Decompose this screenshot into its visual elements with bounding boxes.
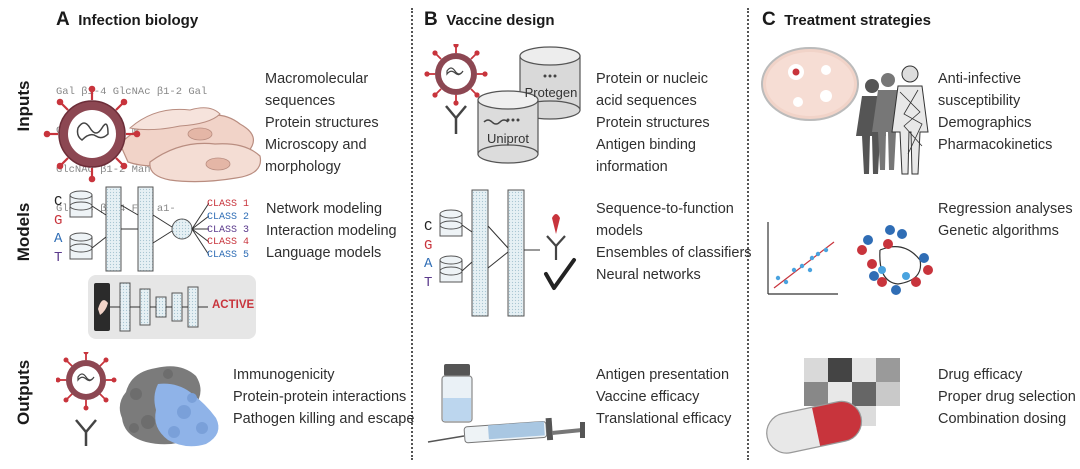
- outputs-text-b: Antigen presentation Vaccine efficacy Tr…: [596, 364, 731, 430]
- output-item: Immunogenicity: [233, 367, 335, 383]
- class-label: CLASS 3: [207, 224, 250, 236]
- output-item: Drug efficacy: [938, 367, 1023, 383]
- input-item: Anti-infective susceptibility: [938, 71, 1022, 109]
- models-text-b: Sequence-to-function models Ensembles of…: [596, 198, 752, 286]
- input-item: Demographics: [938, 115, 1032, 131]
- sequence-to-function-diagram: [439, 189, 576, 317]
- class-label: CLASS 1: [207, 199, 250, 210]
- input-item: Pharmacokinetics: [938, 137, 1053, 153]
- database-icon: [477, 46, 581, 164]
- row-label-inputs: Inputs: [14, 80, 33, 132]
- output-item: Translational efficacy: [596, 411, 732, 427]
- inputs-illustration-b: [424, 44, 581, 164]
- active-label: ACTIVE: [212, 299, 255, 311]
- checkmark-icon: [544, 258, 576, 290]
- network-model-diagram-a: [69, 186, 209, 272]
- input-item: Protein or nucleic acid sequences: [596, 71, 709, 109]
- outputs-illustration-c: [766, 358, 900, 454]
- inputs-text-c: Anti-infective susceptibility Demographi…: [938, 68, 1078, 156]
- outputs-text-c: Drug efficacy Proper drug selection Comb…: [938, 364, 1076, 430]
- models-text-c: Regression analyses Genetic algorithms: [938, 198, 1073, 242]
- class-labels-a: CLASS 1 CLASS 2 CLASS 3 CLASS 4 CLASS 5: [207, 199, 249, 263]
- model-item: Network modeling: [266, 201, 383, 217]
- nucleotide-letter: A: [54, 231, 63, 247]
- genetic-algorithm-icon: [857, 225, 933, 295]
- output-item: Antigen presentation: [596, 367, 730, 383]
- virus-icon: [424, 44, 488, 106]
- outputs-illustration-b: [427, 364, 585, 444]
- output-item: Pathogen killing and escape: [233, 411, 415, 427]
- models-text-a: Network modeling Interaction modeling La…: [266, 198, 397, 264]
- model-item: Genetic algorithms: [938, 223, 1059, 239]
- inputs-text-b: Protein or nucleic acid sequences Protei…: [596, 68, 736, 178]
- database-icon: [69, 190, 93, 260]
- virus-icon: [56, 352, 117, 411]
- input-item: Microscopy and morphology: [265, 137, 367, 175]
- model-item: Interaction modeling: [266, 223, 397, 239]
- model-item: Language models: [266, 245, 382, 261]
- column-header-c: C Treatment strategies: [762, 9, 931, 31]
- panel-letter-c: C: [762, 9, 776, 30]
- row-label-models: Models: [14, 202, 33, 262]
- regression-illustration: [767, 222, 933, 295]
- database-label-protegen: Protegen: [524, 85, 578, 100]
- antibody-icon: [445, 105, 467, 134]
- panel-title-b: Vaccine design: [446, 12, 555, 29]
- nucleotide-letter: T: [54, 249, 63, 266]
- panel-letter-b: B: [424, 9, 438, 30]
- model-item: Regression analyses: [938, 201, 1073, 217]
- database-icon: [439, 209, 463, 283]
- inputs-illustration-c: [761, 47, 929, 175]
- class-label: CLASS 4: [207, 237, 250, 249]
- nucleotide-letter: G: [424, 237, 433, 254]
- row-label-outputs: Outputs: [14, 359, 33, 425]
- model-item: Ensembles of classifiers: [596, 245, 752, 261]
- model-item: Sequence-to-function models: [596, 201, 734, 239]
- glycan-line: Gal β1-4 GlcNAc β1-2 Gal: [56, 86, 208, 98]
- input-item: Protein structures: [265, 115, 379, 131]
- petri-dish-icon: [761, 47, 859, 121]
- human-silhouettes-icon: [856, 65, 929, 175]
- panel-title-a: Infection biology: [78, 12, 199, 29]
- vial-icon: [441, 364, 473, 423]
- language-model-diagram: [94, 282, 208, 332]
- antibody-icon: [75, 419, 97, 446]
- column-divider-1: [411, 8, 413, 460]
- class-label: CLASS 2: [207, 211, 250, 223]
- database-label-uniprot: Uniprot: [487, 131, 529, 146]
- model-item: Neural networks: [596, 267, 701, 283]
- nucleotide-letter: C: [54, 194, 63, 210]
- nucleotide-letter: A: [424, 256, 433, 272]
- output-item: Combination dosing: [938, 411, 1067, 427]
- syringe-icon: [427, 417, 585, 444]
- input-item: Macromolecular sequences: [265, 71, 369, 109]
- cells-virus-illustration: [43, 85, 262, 183]
- output-item: Vaccine efficacy: [596, 389, 700, 405]
- panel-letter-a: A: [56, 9, 70, 30]
- antibody-icon: [546, 235, 566, 260]
- nucleotide-letter: G: [54, 212, 63, 229]
- output-item: Proper drug selection: [938, 389, 1076, 405]
- inputs-text-a: Macromolecular sequences Protein structu…: [265, 68, 405, 178]
- protein-complex-illustration: [119, 366, 219, 447]
- nucleotide-letter: C: [424, 219, 433, 235]
- nucleotide-letter: T: [424, 274, 433, 291]
- column-divider-2: [747, 8, 749, 460]
- regression-plot-icon: [767, 222, 838, 295]
- cells-icon: [119, 107, 262, 183]
- capsule-icon: [766, 400, 863, 454]
- outputs-text-a: Immunogenicity Protein-protein interacti…: [233, 364, 414, 430]
- input-item: Antigen binding information: [596, 137, 696, 175]
- input-item: Protein structures: [596, 115, 710, 131]
- column-header-b: B Vaccine design: [424, 9, 555, 31]
- output-item: Protein-protein interactions: [233, 389, 407, 405]
- column-header-a: A Infection biology: [56, 9, 198, 31]
- class-label: CLASS 5: [207, 250, 250, 262]
- nucleotide-labels-a: C G A T: [54, 193, 62, 267]
- nucleotide-labels-b: C G A T: [424, 218, 432, 292]
- panel-title-c: Treatment strategies: [784, 12, 931, 29]
- virus-icon: [43, 85, 141, 183]
- outputs-illustration-a: [56, 352, 219, 447]
